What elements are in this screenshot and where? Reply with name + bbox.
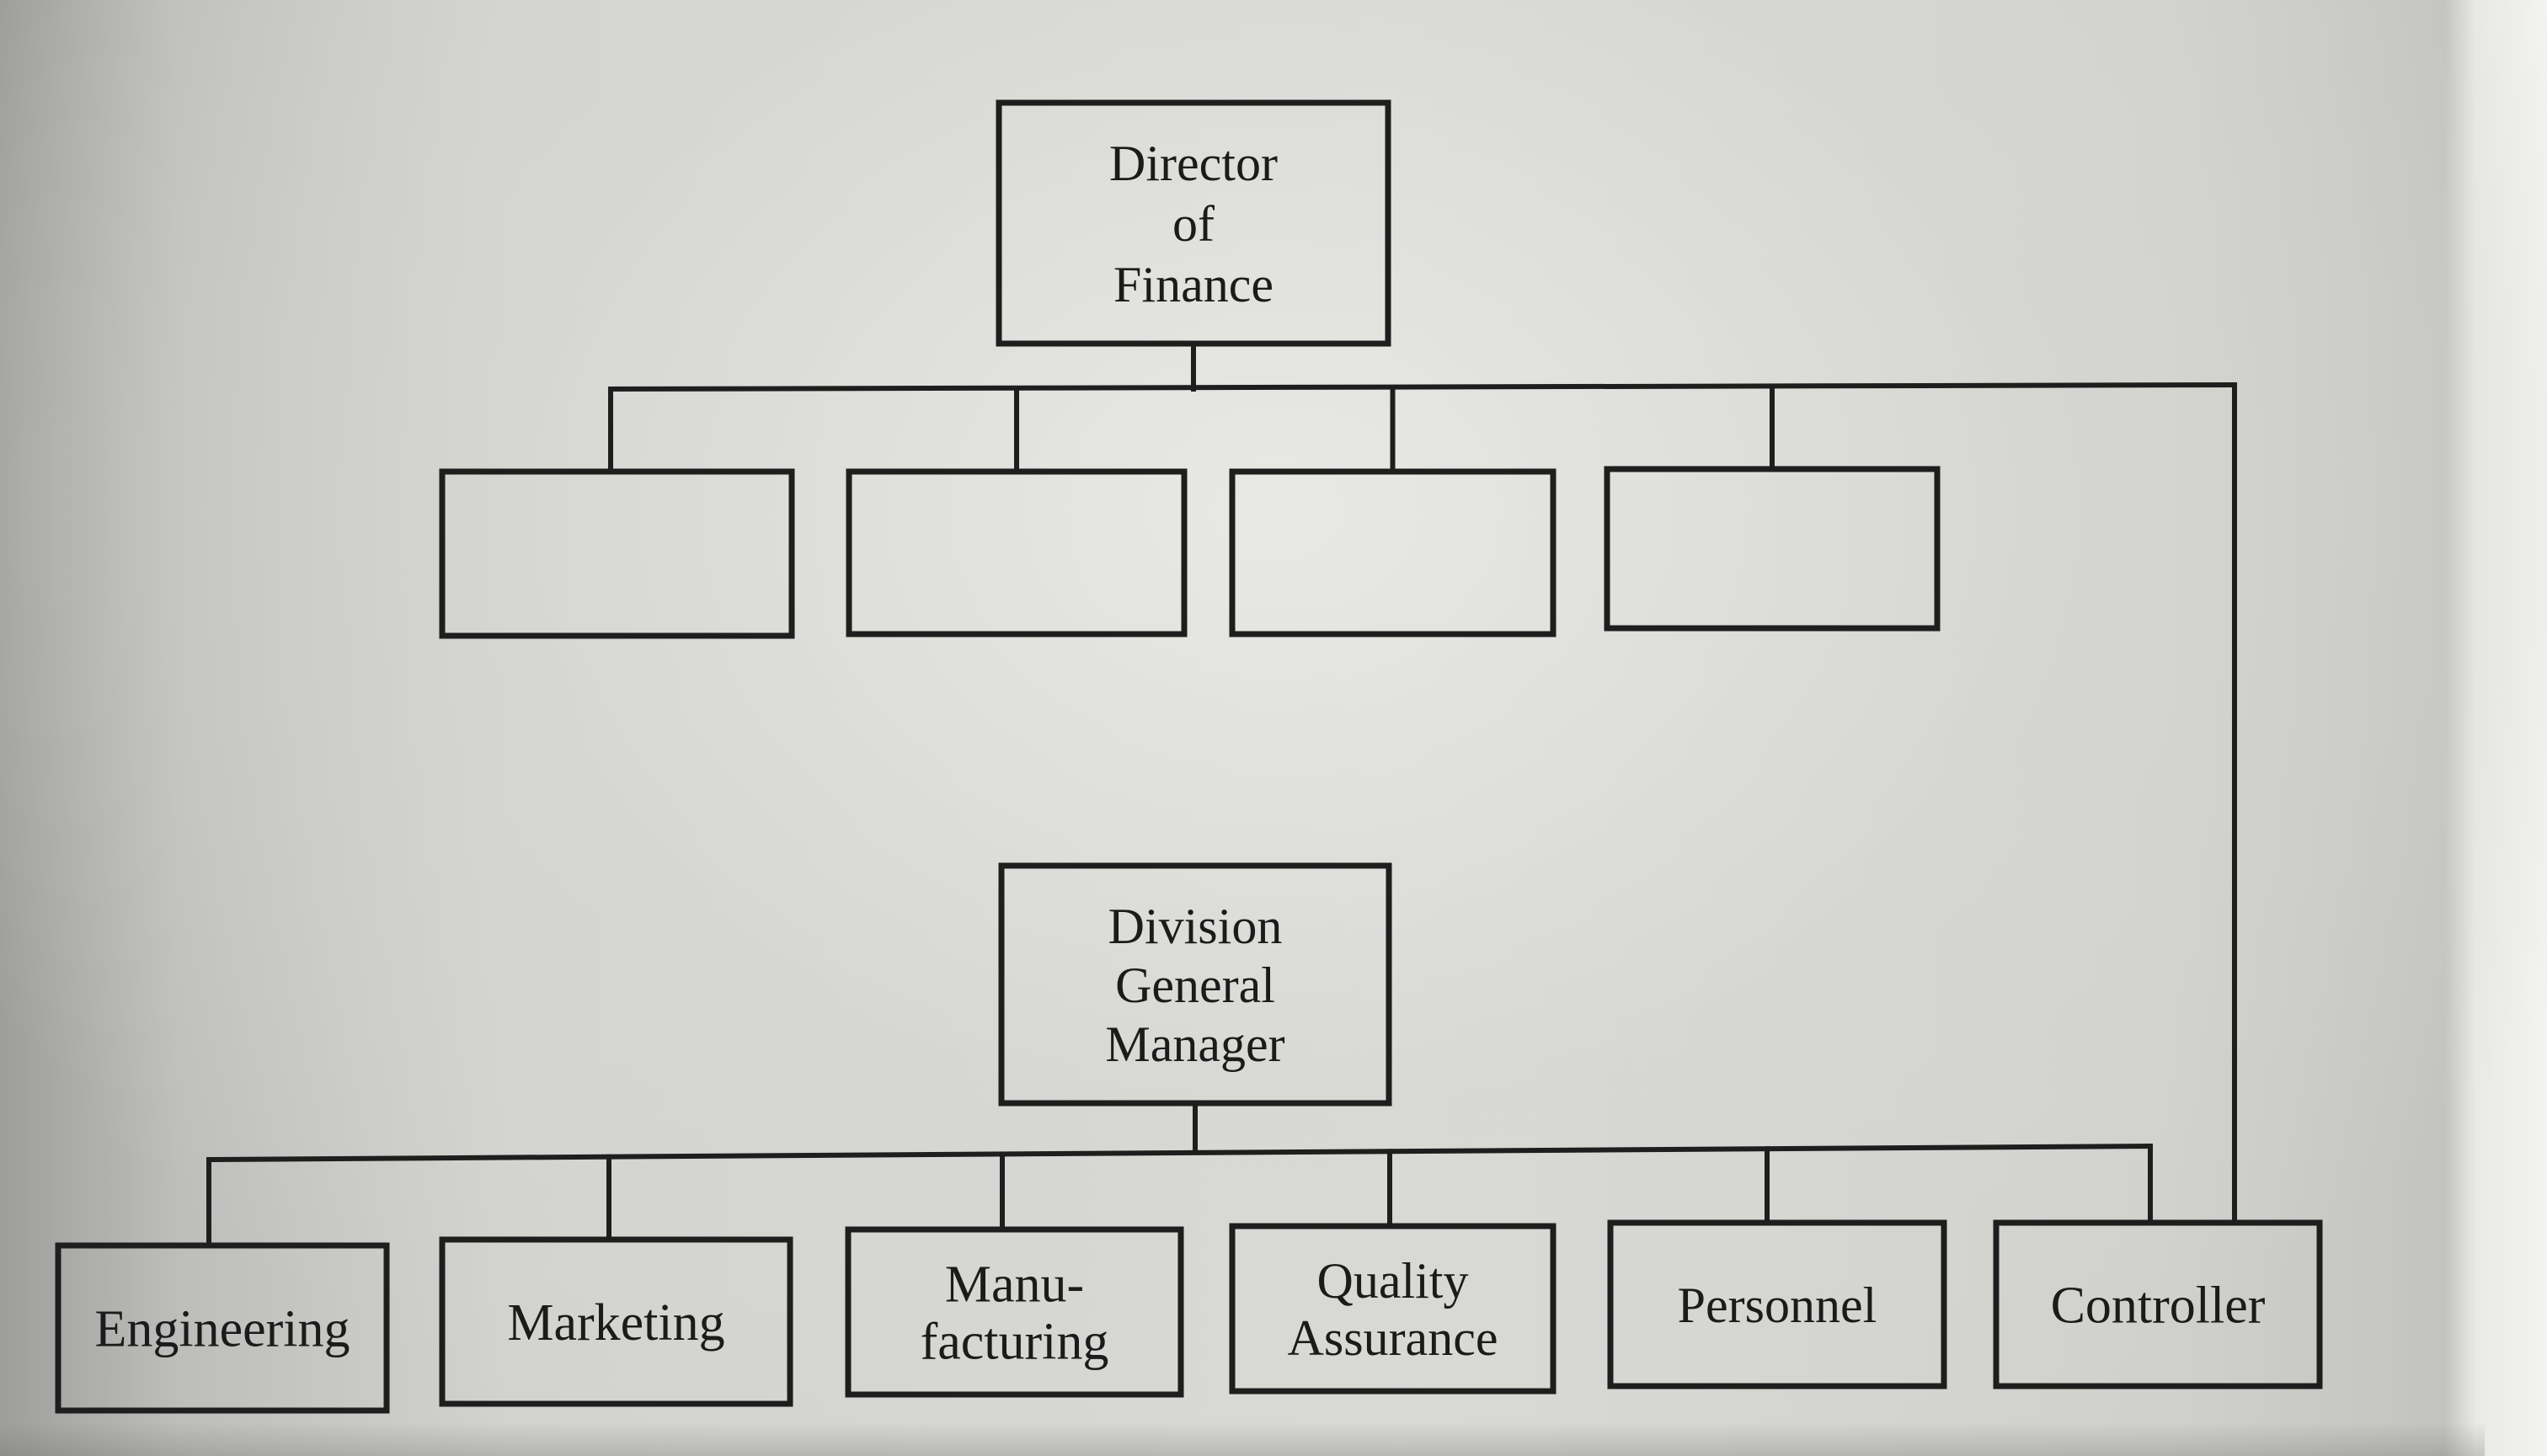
personnel-box: Personnel (1607, 1219, 1947, 1389)
marketing-box-border (439, 1236, 793, 1407)
division-bus-line (206, 1143, 2154, 1163)
division-general-manager-label-line-3: Manager (1105, 1016, 1284, 1072)
finance-unlabeled-1-box-border (439, 468, 795, 639)
marketing-label-line-1: Marketing (507, 1294, 724, 1352)
marketing-box: Marketing (439, 1236, 793, 1407)
quality-assurance-box-border (1229, 1223, 1556, 1395)
controller-box-border (1993, 1219, 2323, 1389)
division-general-manager-box-border (998, 862, 1392, 1107)
engineering-label-line-1: Engineering (94, 1301, 350, 1358)
division-general-manager-label-line-2: General (1115, 957, 1275, 1013)
manufacturing-label-line-1: Manu- (945, 1256, 1084, 1314)
quality-assurance-label-line-2: Assurance (1288, 1310, 1498, 1366)
finance-unlabeled-3-box (1229, 468, 1556, 637)
chart-boxes: DirectorofFinanceDivisionGeneralManagerE… (55, 99, 2323, 1414)
quality-assurance-label-line-1: Quality (1317, 1253, 1469, 1309)
finance-unlabeled-3-box-border (1229, 468, 1556, 637)
controller-label-line-1: Controller (2051, 1277, 2266, 1335)
manufacturing-box-border (845, 1226, 1184, 1398)
director-of-finance-label-line-1: Director (1109, 136, 1278, 191)
engineering-box-border (55, 1242, 390, 1414)
finance-unlabeled-2-box-border (846, 468, 1188, 637)
engineering-box: Engineering (55, 1242, 390, 1414)
page-edge-shadow (0, 1422, 2485, 1456)
finance-unlabeled-2-box (846, 468, 1188, 637)
director-of-finance-label-line-2: of (1172, 196, 1215, 252)
personnel-label-line-1: Personnel (1678, 1277, 1877, 1333)
director-of-finance-label-line-3: Finance (1113, 257, 1274, 312)
finance-unlabeled-1-box (439, 468, 795, 639)
controller-box: Controller (1993, 1219, 2323, 1389)
personnel-box-border (1607, 1219, 1947, 1389)
manufacturing-label-line-2: facturing (921, 1314, 1109, 1371)
finance-unlabeled-4-box (1604, 466, 1941, 632)
division-general-manager-label-line-1: Division (1108, 899, 1283, 954)
manufacturing-box: Manu-facturing (845, 1226, 1184, 1398)
director-of-finance-box-border (996, 99, 1391, 347)
finance-bus-line (607, 381, 2238, 392)
connector-lines (206, 341, 2238, 1248)
finance-unlabeled-4-box-border (1604, 466, 1941, 632)
